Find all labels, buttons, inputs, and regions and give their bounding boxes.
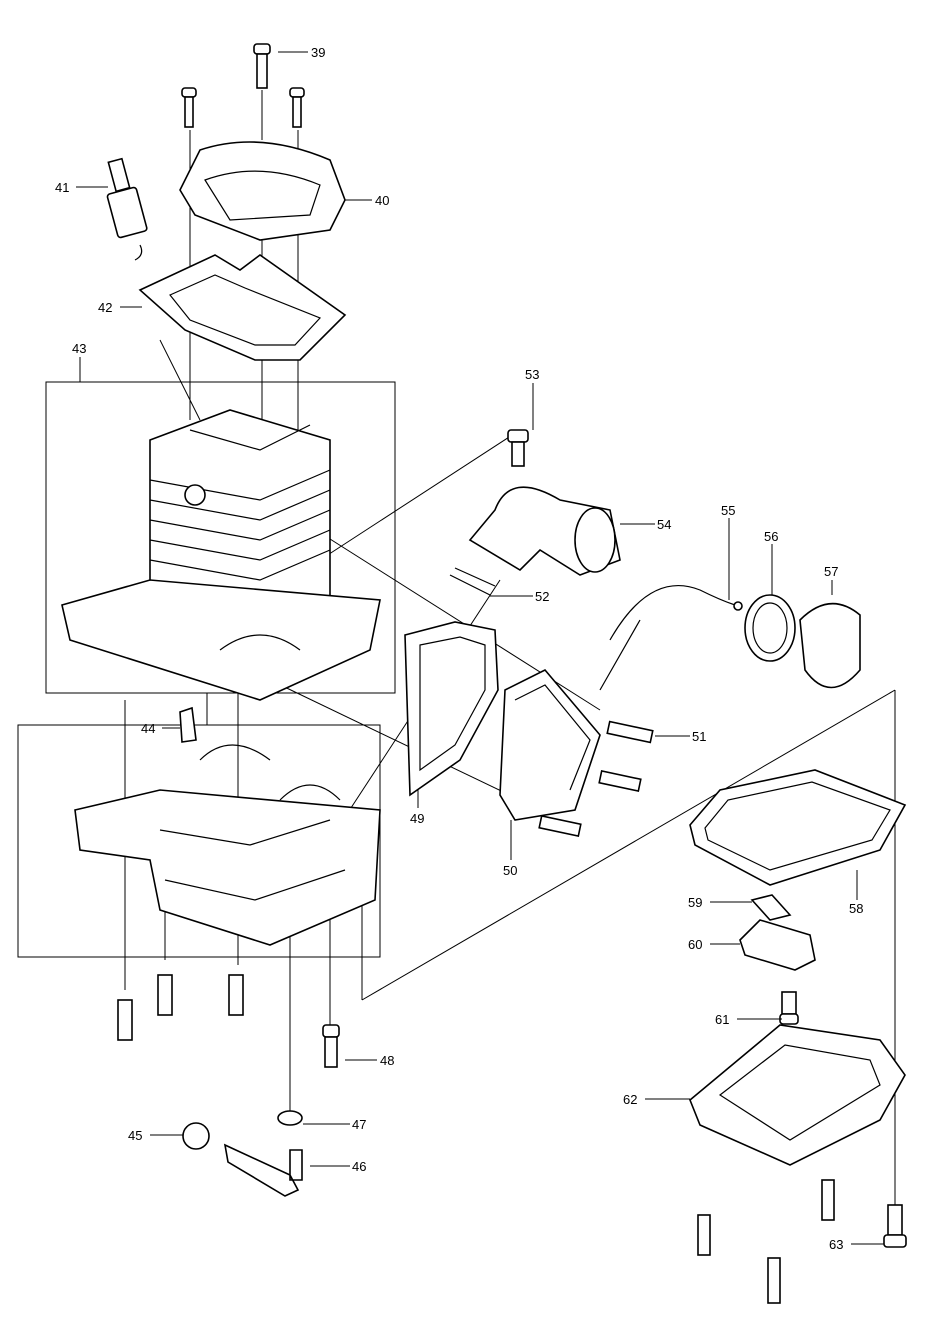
callout-57: 57	[824, 564, 838, 579]
part-44-pin	[179, 706, 197, 743]
part-51-bolts	[538, 720, 654, 837]
callout-43: 43	[72, 341, 86, 356]
callout-49: 49	[410, 811, 424, 826]
callout-42: 42	[98, 300, 112, 315]
part-52-o-rings	[449, 567, 496, 596]
callout-52: 52	[535, 589, 549, 604]
part-39-screw	[253, 43, 271, 89]
callout-53: 53	[525, 367, 539, 382]
callout-58: 58	[849, 901, 863, 916]
part-59-reed	[750, 894, 792, 921]
part-50-insulator	[499, 669, 601, 821]
crankcase-group-box	[17, 693, 381, 958]
part-60-valve	[739, 919, 816, 971]
callout-45: 45	[128, 1128, 142, 1143]
part-48-screw	[322, 1024, 340, 1068]
callout-39: 39	[311, 45, 325, 60]
part-62-case	[689, 1024, 906, 1166]
part-47-clip	[277, 1110, 303, 1126]
part-45-fuel-filter	[182, 1122, 210, 1150]
part-43-cylinder-assembly	[61, 409, 381, 701]
callout-61: 61	[715, 1012, 729, 1027]
part-40-cylinder-cover	[179, 141, 346, 241]
callout-labels: 39 40 41 42 43 44 45 46 47 48 49 50 51 5…	[55, 45, 863, 1252]
callout-48: 48	[380, 1053, 394, 1068]
callout-51: 51	[692, 729, 706, 744]
part-53-bolt	[507, 429, 529, 467]
callout-59: 59	[688, 895, 702, 910]
callout-54: 54	[657, 517, 671, 532]
part-41-spark-plug	[106, 157, 148, 261]
callout-46: 46	[352, 1159, 366, 1174]
part-63-screw	[883, 1204, 907, 1248]
callout-60: 60	[688, 937, 702, 952]
part-61-screw	[779, 991, 799, 1025]
part-57-cap	[799, 602, 861, 689]
crankcase-screws	[117, 974, 244, 1041]
cylinder-group-box	[45, 381, 396, 694]
part-46-fuel-pipe	[223, 1143, 303, 1197]
callout-63: 63	[829, 1237, 843, 1252]
crankcase	[74, 744, 381, 946]
callout-41: 41	[55, 180, 69, 195]
part-55-wire	[599, 585, 736, 691]
callout-40: 40	[375, 193, 389, 208]
case-screws	[697, 1179, 835, 1304]
part-42-cover-gasket	[138, 254, 347, 361]
callout-44: 44	[141, 721, 155, 736]
part-58-gasket	[689, 769, 907, 886]
callout-leaders	[76, 51, 884, 1245]
cover-screws	[181, 87, 305, 128]
callout-47: 47	[352, 1117, 366, 1132]
callout-62: 62	[623, 1092, 637, 1107]
callout-56: 56	[764, 529, 778, 544]
part-49-gasket	[404, 621, 499, 797]
callout-55: 55	[721, 503, 735, 518]
callout-50: 50	[503, 863, 517, 878]
